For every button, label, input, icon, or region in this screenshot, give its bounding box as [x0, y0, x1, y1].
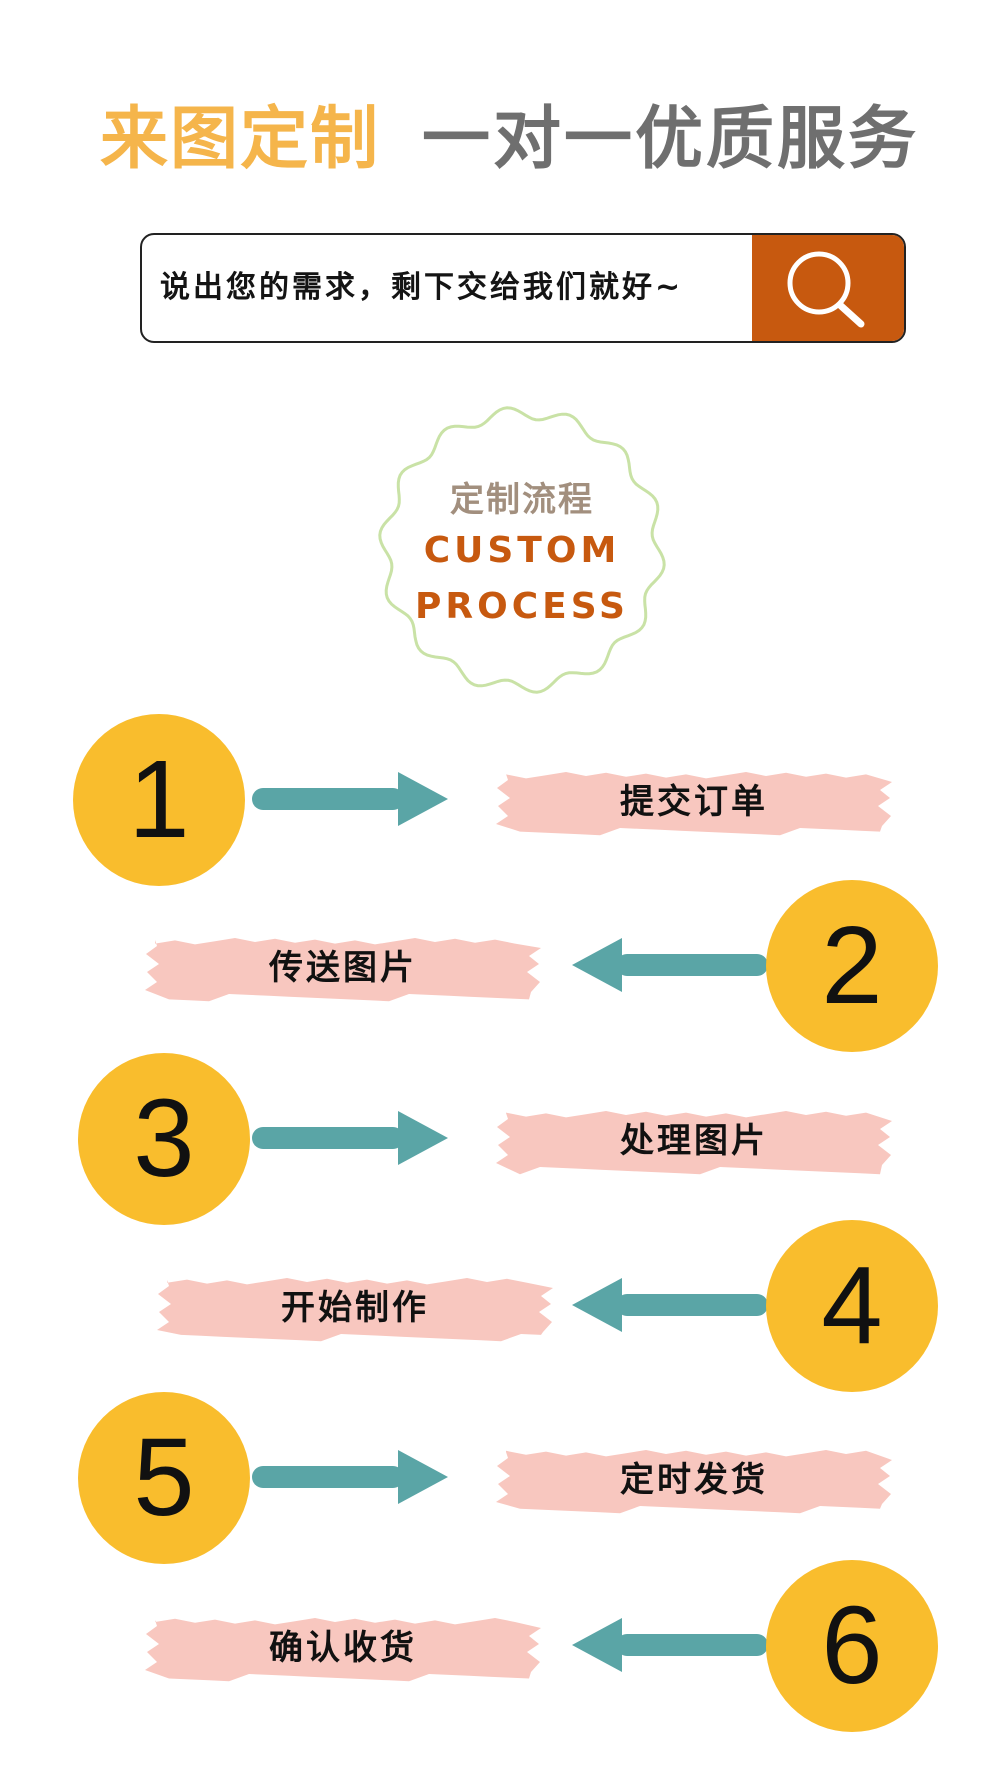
step-label: 确认收货: [143, 1610, 543, 1686]
brush-stroke-background: [145, 938, 541, 1002]
step-number-circle: 6: [766, 1560, 938, 1732]
arrow-left-icon: [572, 1278, 768, 1332]
step-number-circle: 3: [78, 1053, 250, 1225]
step-number: 6: [821, 1584, 883, 1707]
arrow-left-icon: [572, 1618, 768, 1672]
brush-stroke-background: [496, 1111, 892, 1175]
step-label-text: 定时发货: [620, 1460, 768, 1500]
arrow-right-icon: [252, 772, 448, 826]
step-label: 定时发货: [494, 1442, 894, 1518]
step-number-circle: 5: [78, 1392, 250, 1564]
badge-title-en-line2: PROCESS: [415, 586, 629, 627]
header-main-title: 一对一优质服务: [422, 100, 920, 179]
step-label-text: 处理图片: [620, 1121, 768, 1161]
step-number: 5: [133, 1416, 195, 1539]
badge-title-cn: 定制流程: [450, 480, 594, 520]
step-label: 传送图片: [143, 930, 543, 1006]
process-step-5: 5 定时发货: [0, 1392, 1000, 1572]
search-bar[interactable]: 说出您的需求，剩下交给我们就好~: [140, 233, 906, 343]
process-step-1: 1 提交订单: [0, 714, 1000, 894]
brush-stroke-background: [496, 1450, 892, 1514]
step-number: 2: [821, 904, 883, 1027]
brush-stroke-background: [157, 1278, 553, 1342]
step-number-circle: 2: [766, 880, 938, 1052]
badge-title-en-line1: CUSTOM: [423, 530, 621, 571]
page-header: 来图定制一对一优质服务: [100, 100, 919, 180]
arrow-left-icon: [572, 938, 768, 992]
step-label-text: 提交订单: [620, 782, 768, 822]
brush-stroke-background: [145, 1618, 541, 1682]
process-badge: 定制流程 CUSTOM PROCESS: [372, 400, 672, 700]
brush-stroke-background: [496, 772, 892, 836]
process-step-3: 3 处理图片: [0, 1053, 1000, 1233]
search-icon: [787, 251, 865, 328]
step-label-text: 确认收货: [269, 1628, 417, 1668]
step-number: 1: [128, 738, 190, 861]
process-step-4: 开始制作 4: [0, 1220, 1000, 1400]
step-number-circle: 4: [766, 1220, 938, 1392]
search-input[interactable]: 说出您的需求，剩下交给我们就好~: [160, 270, 684, 305]
header-accent-title: 来图定制: [100, 100, 381, 179]
arrow-right-icon: [252, 1450, 448, 1504]
step-label: 开始制作: [155, 1270, 555, 1346]
step-label-text: 传送图片: [269, 948, 417, 988]
step-number: 3: [133, 1077, 195, 1200]
step-number-circle: 1: [73, 714, 245, 886]
step-label-text: 开始制作: [281, 1288, 429, 1328]
process-step-6: 确认收货 6: [0, 1560, 1000, 1740]
process-step-2: 传送图片 2: [0, 880, 1000, 1060]
arrow-right-icon: [252, 1111, 448, 1165]
wavy-circle-frame: [378, 406, 666, 694]
step-label: 处理图片: [494, 1103, 894, 1179]
step-label: 提交订单: [494, 764, 894, 840]
step-number: 4: [821, 1244, 883, 1367]
search-button[interactable]: [752, 235, 904, 341]
